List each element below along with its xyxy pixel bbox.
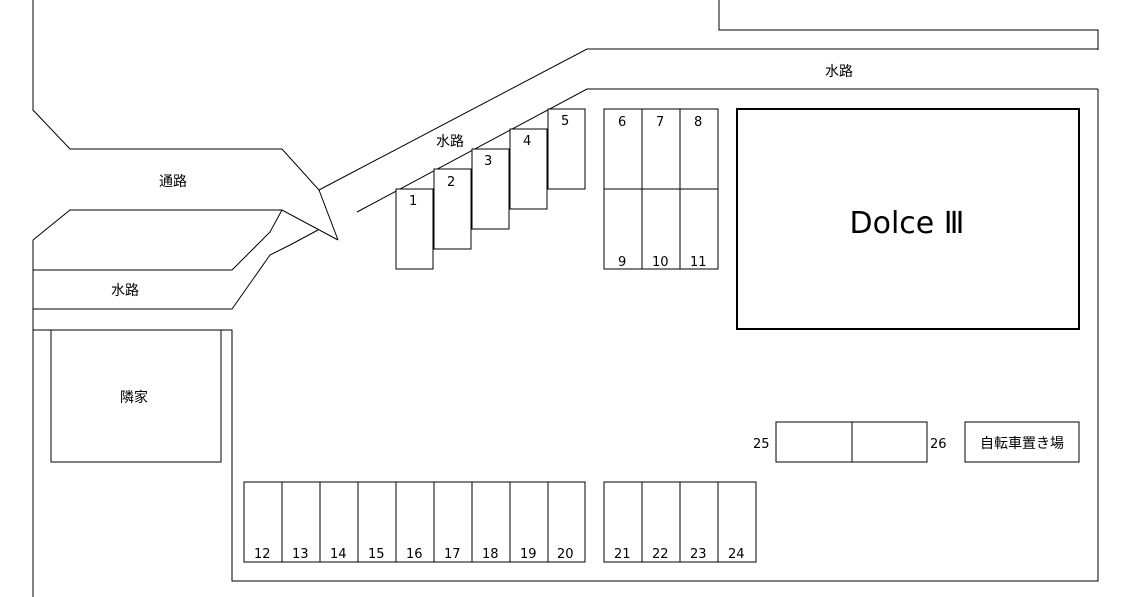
space-label-22: 22 — [652, 547, 669, 562]
space-label-12: 12 — [254, 547, 271, 562]
space-label-13: 13 — [292, 547, 309, 562]
parking-space-2 — [433, 168, 472, 250]
parking-space-11 — [679, 188, 719, 270]
space-label-9: 9 — [618, 255, 626, 270]
passage-upper-edge — [32, 0, 339, 241]
parking-space-25 — [775, 421, 853, 463]
waterway-left-upper-edge — [33, 209, 283, 271]
waterway-left-lower-edge — [33, 229, 319, 310]
parking-space-20 — [547, 481, 586, 563]
parking-group-top: 6 7 8 9 10 11 — [603, 108, 719, 270]
space-label-10: 10 — [652, 255, 669, 270]
parking-space-22 — [641, 481, 681, 563]
parking-space-15 — [357, 481, 397, 563]
parking-space-10 — [641, 188, 681, 270]
space-label-7: 7 — [656, 115, 664, 130]
space-label-25: 25 — [753, 437, 770, 452]
parking-space-13 — [281, 481, 321, 563]
space-label-2: 2 — [447, 175, 455, 190]
parking-space-14 — [319, 481, 359, 563]
space-label-17: 17 — [444, 547, 461, 562]
parking-group-right: 25 26 — [753, 421, 947, 463]
space-label-11: 11 — [690, 255, 707, 270]
parking-space-17 — [433, 481, 473, 563]
space-label-24: 24 — [728, 547, 745, 562]
bicycle-parking-label: 自転車置き場 — [980, 435, 1064, 452]
parking-space-16 — [395, 481, 435, 563]
space-label-20: 20 — [557, 547, 574, 562]
space-label-16: 16 — [406, 547, 423, 562]
space-label-21: 21 — [614, 547, 631, 562]
parking-space-1 — [395, 188, 434, 270]
space-label-5: 5 — [561, 114, 569, 129]
parking-space-4 — [509, 128, 548, 210]
building-dolce — [736, 108, 1080, 330]
waterway-left-label: 水路 — [111, 283, 139, 299]
parking-space-24 — [717, 481, 757, 563]
waterway-diagonal-label: 水路 — [436, 134, 464, 150]
parking-space-23 — [679, 481, 719, 563]
space-label-1: 1 — [409, 194, 417, 209]
space-label-6: 6 — [618, 115, 626, 130]
space-label-26: 26 — [930, 437, 947, 452]
parking-group-bottom-right: 21 22 23 24 — [603, 481, 757, 563]
space-label-8: 8 — [694, 115, 702, 130]
parking-space-21 — [603, 481, 643, 563]
parking-space-26 — [851, 421, 928, 463]
parking-space-18 — [471, 481, 511, 563]
passage-lower-edge — [32, 209, 339, 241]
space-label-4: 4 — [523, 134, 531, 149]
space-label-14: 14 — [330, 547, 347, 562]
parking-group-diagonal: 1 2 3 4 5 — [395, 108, 586, 270]
parking-space-6 — [603, 108, 643, 190]
waterway-top-label: 水路 — [825, 64, 853, 80]
passage-label: 通路 — [159, 174, 187, 190]
parking-space-3 — [471, 148, 510, 230]
space-label-23: 23 — [690, 547, 707, 562]
parking-group-bottom-left: 12 13 14 15 16 17 18 19 20 — [243, 481, 586, 563]
space-label-3: 3 — [484, 154, 492, 169]
space-label-15: 15 — [368, 547, 385, 562]
space-label-19: 19 — [520, 547, 537, 562]
bicycle-parking — [964, 421, 1080, 463]
parking-space-5 — [547, 108, 586, 190]
top-right-boundary — [718, 0, 1099, 50]
parking-space-19 — [509, 481, 549, 563]
parking-space-8 — [679, 108, 719, 190]
parking-space-12 — [243, 481, 283, 563]
space-label-18: 18 — [482, 547, 499, 562]
neighbor-house — [50, 329, 222, 463]
neighbor-house-label: 隣家 — [120, 389, 148, 406]
waterway-top-upper-edge — [318, 48, 1098, 191]
building-label: Dolce Ⅲ — [850, 206, 965, 241]
